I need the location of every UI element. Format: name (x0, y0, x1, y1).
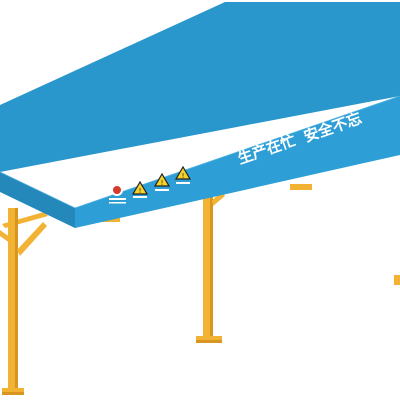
warning-triangle-icon: ! (174, 165, 192, 184)
svg-text:!: ! (182, 172, 185, 180)
pillar-left (0, 208, 48, 395)
roof-end (0, 172, 75, 228)
roof-top (0, 2, 400, 172)
safety-signs: ! ! ! (109, 165, 192, 204)
roof-front (75, 96, 400, 228)
pillar-back-right (394, 275, 400, 285)
svg-text:!: ! (139, 187, 142, 195)
warning-triangle-icon: ! (153, 172, 171, 191)
warning-triangle-icon: ! (131, 180, 149, 198)
svg-text:!: ! (161, 179, 164, 187)
company-logo-icon (109, 184, 126, 204)
pillar-bracket-right (290, 184, 312, 190)
